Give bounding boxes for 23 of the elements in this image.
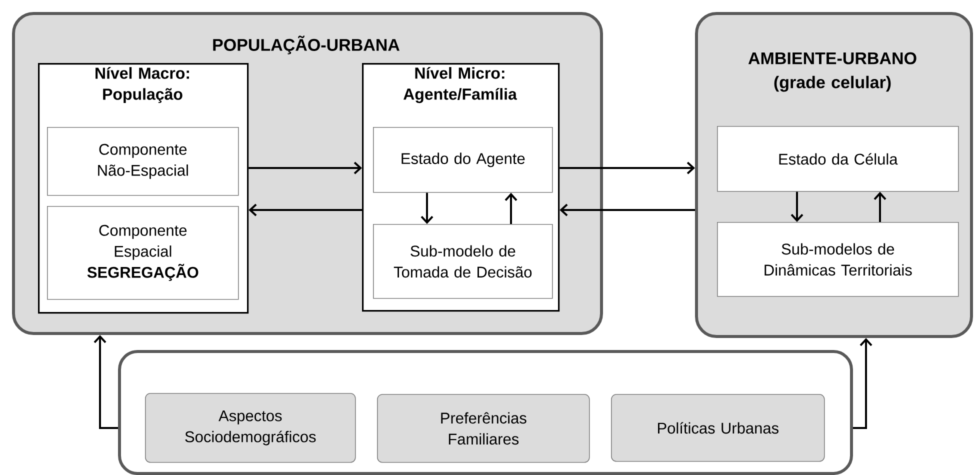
process-box: Sub-modelos de Dinâmicas Territoriais [717, 222, 959, 297]
process-box: Sub-modelo de Tomada de Decisão [373, 224, 553, 299]
arrow [420, 192, 434, 224]
process-box: Componente Espacial SEGREGAÇÃO [47, 206, 239, 300]
arrow [504, 192, 518, 224]
process-box: Estado do Agente [373, 127, 553, 193]
arrow [853, 338, 872, 429]
arrow [874, 192, 886, 222]
factor-box: Preferências Familiares [377, 394, 590, 463]
process-box: Estado da Célula [717, 126, 959, 192]
arrow [248, 162, 362, 174]
process-box: Componente Não-Espacial [47, 127, 239, 196]
arrow [560, 204, 695, 216]
arrow [790, 192, 804, 222]
heading: Nível Macro: População [96, 66, 189, 104]
heading: Nível Micro: Agente/Família [404, 66, 518, 104]
heading: AMBIENTE-URBANO (grade celular) [748, 52, 916, 92]
heading: POPULAÇÃO-URBANA [213, 36, 400, 54]
factor-box: Políticas Urbanas [611, 394, 825, 462]
arrow [560, 162, 695, 174]
arrow [248, 204, 362, 216]
arrow [94, 335, 118, 429]
factor-box: Aspectos Sociodemográficos [145, 393, 356, 463]
